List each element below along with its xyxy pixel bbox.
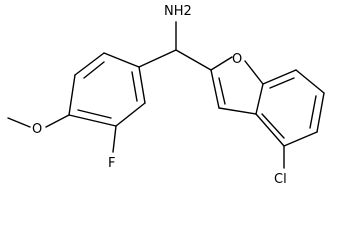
- bond-furan-c2-o: [210, 56, 233, 71]
- bond-benzo-inner-1: [269, 77, 295, 89]
- molecule-drawing: NH2 O Cl F O: [7, 4, 325, 187]
- bond-ring1-b: [74, 52, 105, 76]
- bond-furan-c2-c3-inner: [218, 77, 226, 105]
- bond-ring1-d: [138, 66, 146, 104]
- bond-benzo-a: [262, 69, 297, 85]
- bond-o-aryl: [45, 114, 70, 128]
- bond-furan-c3-c3a: [218, 107, 257, 115]
- bond-furan-c3a-c7a: [255, 83, 264, 115]
- bond-benzo-e: [255, 113, 285, 147]
- chlorine-label: Cl: [274, 172, 287, 187]
- furan-oxygen-label: O: [232, 52, 242, 67]
- bond-benzo-inner-3: [261, 113, 285, 139]
- bond-furan-c2-c3: [210, 69, 220, 109]
- methoxy-oxygen-label: O: [32, 122, 42, 137]
- fluorine-label: F: [108, 156, 115, 171]
- bond-ring1-c: [103, 52, 140, 68]
- bond-ring1-a: [68, 74, 76, 116]
- bond-furan-o-c7a: [244, 60, 264, 85]
- bond-ch-furan: [175, 49, 212, 71]
- bond-ring1-e: [115, 102, 146, 127]
- bond-benzo-d: [283, 131, 318, 147]
- bond-ring1-f: [68, 114, 117, 127]
- bond-ring1-inner-2: [131, 71, 138, 102]
- bond-benzo-c: [316, 92, 325, 133]
- bond-ring1-inner-3: [77, 109, 112, 119]
- bond-benzo-b: [295, 69, 325, 94]
- bond-benzo-inner-2: [309, 95, 317, 129]
- structure-canvas: NH2 O Cl F O: [7, 4, 325, 187]
- bond-ring1-inner-1: [83, 61, 105, 79]
- bond-methyl-o: [7, 117, 31, 128]
- amine-label: NH2: [164, 4, 192, 19]
- bond-aryl-ch: [138, 49, 177, 68]
- bond-c-f: [112, 125, 117, 153]
